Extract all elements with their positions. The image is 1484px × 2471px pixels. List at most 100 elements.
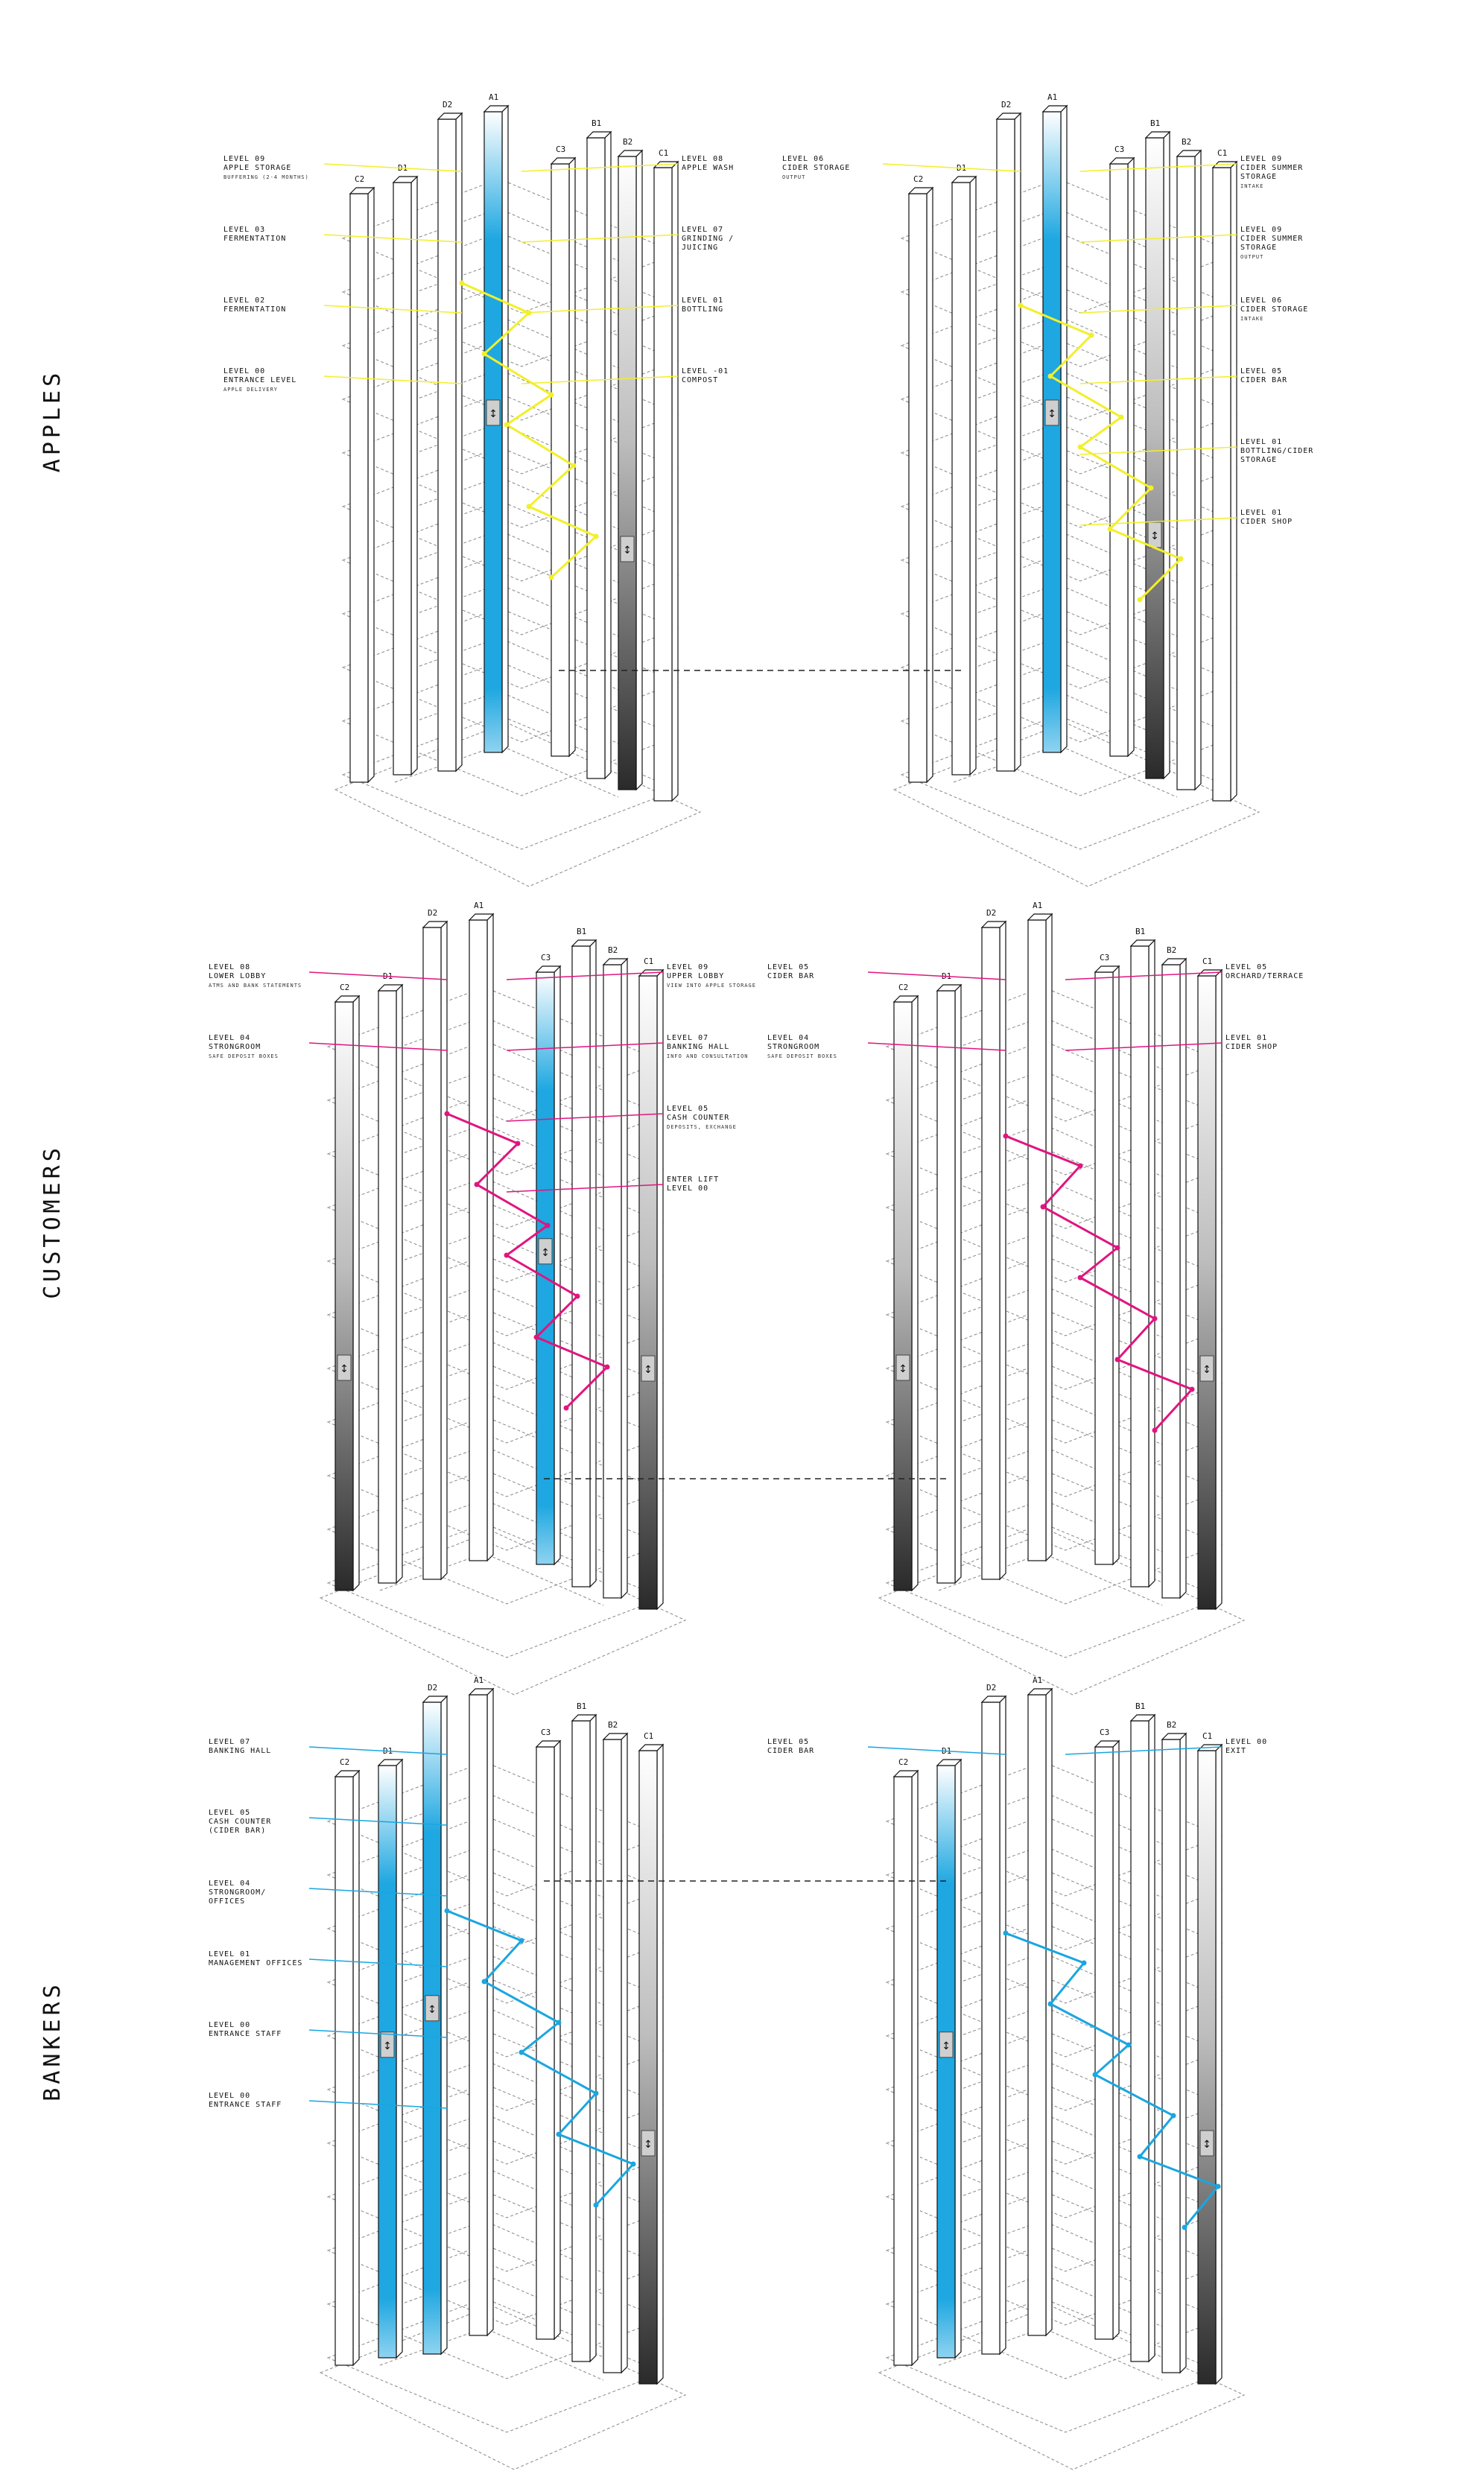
annotation-label: LEVEL 01	[1225, 1034, 1267, 1042]
shaft-c3: C3	[535, 1728, 562, 2341]
annotation-label: LEVEL 04	[209, 1034, 250, 1042]
route-node	[1178, 556, 1184, 562]
route-node	[556, 2131, 562, 2137]
route-node	[1077, 1163, 1083, 1169]
shaft-d1: D1↕	[936, 1746, 963, 2359]
lift-arrow-icon: ↕	[428, 2004, 437, 2016]
lift-arrow-icon: ↕	[644, 1364, 653, 1376]
shaft-c2: C2	[892, 1757, 919, 2367]
annotation-label: CASH COUNTER	[209, 1818, 271, 1826]
annotation-label: LEVEL 08	[209, 963, 250, 971]
shaft-label: B2	[1167, 1720, 1176, 1730]
svg-text:APPLES: APPLES	[39, 369, 66, 472]
route-node	[1137, 2154, 1143, 2160]
shaft-label: C2	[898, 1757, 908, 1767]
route-node	[481, 1979, 487, 1985]
annotation-label: CIDER BAR	[1240, 376, 1287, 384]
shaft-d1: D1	[951, 163, 977, 776]
shaft-d2: D2	[980, 1683, 1007, 2356]
shaft-label: C2	[898, 983, 908, 992]
annotation-label: MANAGEMENT OFFICES	[209, 1959, 302, 1967]
annotation-label: CIDER STORAGE	[782, 164, 850, 172]
annotation-sublabel: OUTPUT	[1240, 254, 1263, 260]
shaft-d2: D2	[422, 908, 448, 1581]
annotation-label: LEVEL 01	[1240, 509, 1282, 517]
annotation-label: LEVEL 06	[782, 155, 824, 163]
annotation-label: LEVEL 00	[209, 2092, 250, 2100]
lift-car-icon	[538, 1238, 553, 1265]
annotation-label: BOTTLING/CIDER	[1240, 447, 1313, 455]
shaft-c2: C2	[349, 174, 375, 784]
lift-car-icon	[1044, 399, 1059, 426]
annotation-label: BANKING HALL	[209, 1747, 271, 1755]
shaft-c2: C2↕	[892, 983, 919, 1592]
annotation-label: (CIDER BAR)	[209, 1827, 266, 1835]
annotation-sublabel: VIEW INTO APPLE STORAGE	[667, 983, 756, 989]
route-node	[571, 463, 577, 469]
route-node	[481, 351, 487, 357]
annotation-label: ENTRANCE STAFF	[209, 2030, 282, 2038]
lift-car-icon	[1199, 2130, 1214, 2157]
shaft-label: D2	[428, 1683, 437, 1693]
lift-car-icon	[641, 1355, 656, 1382]
shaft-label: B2	[1182, 137, 1191, 147]
route-node	[519, 2049, 524, 2055]
annotation-label: UPPER LOBBY	[667, 972, 724, 980]
annotation-label: OFFICES	[209, 1897, 245, 1906]
route-node	[1152, 1316, 1158, 1322]
lift-arrow-icon: ↕	[1047, 408, 1056, 420]
annotation-label: CIDER BAR	[767, 1747, 814, 1755]
annotation-sublabel: SAFE DEPOSIT BOXES	[767, 1053, 837, 1059]
annotation-label: LEVEL 00	[1225, 1738, 1267, 1746]
shaft-b2: B2	[1161, 945, 1187, 1599]
annotation-label: APPLE WASH	[682, 164, 734, 172]
annotation-label: FERMENTATION	[223, 235, 286, 243]
shaft-d1: D1↕	[377, 1746, 404, 2359]
shaft-label: C3	[1100, 953, 1109, 962]
route-node	[526, 504, 532, 510]
route-node	[630, 2161, 636, 2167]
annotation-label: LEVEL 05	[667, 1105, 708, 1113]
route-node	[1152, 1427, 1158, 1433]
route-node	[444, 1908, 450, 1914]
annotation-sublabel: DEPOSITS, EXCHANGE	[667, 1124, 737, 1130]
route-node	[1148, 485, 1154, 491]
lift-arrow-icon: ↕	[1202, 1364, 1211, 1376]
shaft-c2: C2	[907, 174, 934, 784]
route-node	[1003, 1133, 1009, 1139]
route-node	[1003, 1930, 1009, 1936]
shaft-b1: B1	[1129, 1701, 1156, 2363]
annotation-label: CIDER SUMMER	[1240, 235, 1303, 243]
shaft-c3: C3	[1094, 953, 1120, 1566]
annotation-label: LEVEL 04	[767, 1034, 809, 1042]
shaft-label: B2	[1167, 945, 1176, 955]
annotation-label: CIDER BAR	[767, 972, 814, 980]
lift-car-icon	[620, 536, 635, 562]
lift-car-icon	[1199, 1355, 1214, 1382]
annotation-label: COMPOST	[682, 376, 718, 384]
shaft-label: D2	[443, 100, 452, 110]
annotation-label: LEVEL 05	[767, 963, 809, 971]
route-node	[474, 1181, 480, 1187]
shaft-label: C1	[644, 957, 653, 966]
svg-text:CUSTOMERS: CUSTOMERS	[39, 1144, 66, 1299]
row-title-bankers: BANKERS	[39, 1981, 66, 2101]
lift-arrow-icon: ↕	[383, 2040, 392, 2052]
annotation-label: LEVEL 05	[1225, 963, 1267, 971]
annotation-label: STORAGE	[1240, 456, 1277, 464]
annotation-label: JUICING	[682, 244, 718, 252]
shaft-label: A1	[1033, 1675, 1042, 1685]
annotation-label: LEVEL 05	[209, 1809, 250, 1817]
shaft-label: B1	[592, 118, 601, 128]
annotation-label: BANKING HALL	[667, 1043, 729, 1051]
